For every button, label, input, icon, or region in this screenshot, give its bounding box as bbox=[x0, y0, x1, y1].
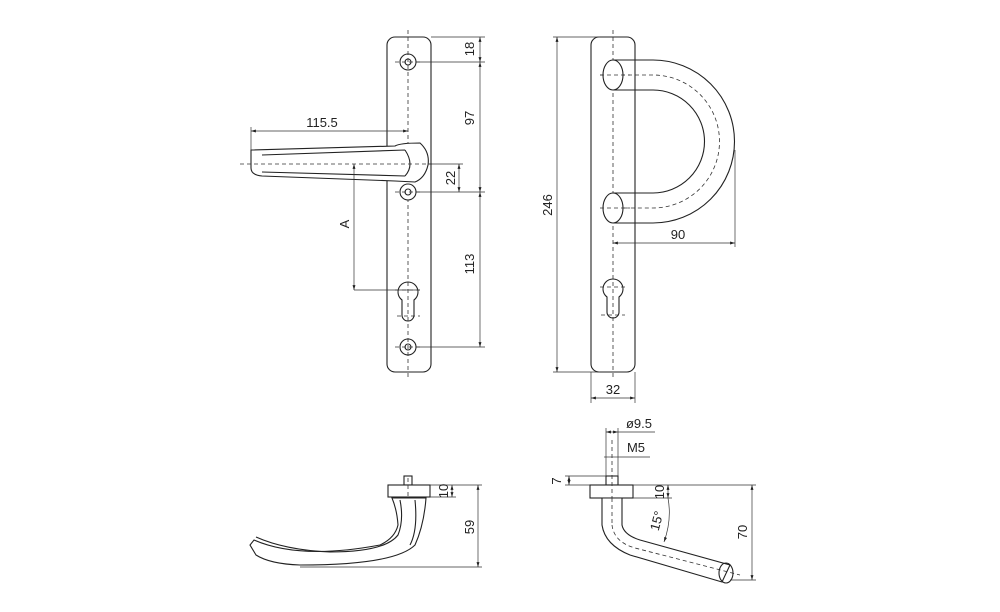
dim-angle: 15° bbox=[647, 509, 667, 532]
rose bbox=[387, 484, 431, 498]
dim-top: 18 bbox=[462, 42, 477, 56]
pull-profile bbox=[601, 497, 731, 583]
dim-upper: 97 bbox=[462, 111, 477, 125]
dim-lever-length: 115.5 bbox=[306, 115, 338, 130]
dim-backset: A bbox=[337, 219, 352, 228]
front-view-lever-plate: 115.5 18 97 113 22 A bbox=[240, 30, 485, 380]
rose bbox=[589, 484, 634, 499]
dim-thread: M5 bbox=[627, 440, 645, 455]
lever-profile bbox=[249, 497, 427, 566]
dim-depth: 70 bbox=[735, 525, 750, 539]
keyhole bbox=[397, 281, 419, 322]
dim-rose: 10 bbox=[436, 484, 451, 498]
keyhole bbox=[602, 278, 624, 319]
dim-rose: 10 bbox=[652, 485, 667, 499]
dim-height: 246 bbox=[540, 194, 555, 216]
dim-depth: 59 bbox=[462, 520, 477, 534]
dim-stud: 7 bbox=[549, 477, 564, 484]
dim-projection: 90 bbox=[671, 227, 685, 242]
lever-arm bbox=[250, 142, 429, 183]
side-view-pull: ø9.5 M5 7 10 15° 70 bbox=[549, 416, 756, 584]
pull-handle bbox=[613, 59, 735, 224]
dim-width: 32 bbox=[606, 382, 620, 397]
front-view-pull-plate: 246 90 32 bbox=[540, 30, 736, 403]
dim-offset: 22 bbox=[443, 171, 458, 185]
backplate bbox=[386, 36, 432, 373]
dim-diameter: ø9.5 bbox=[626, 416, 652, 431]
side-view-lever: 10 59 bbox=[249, 475, 482, 568]
dim-lower: 113 bbox=[462, 254, 477, 275]
